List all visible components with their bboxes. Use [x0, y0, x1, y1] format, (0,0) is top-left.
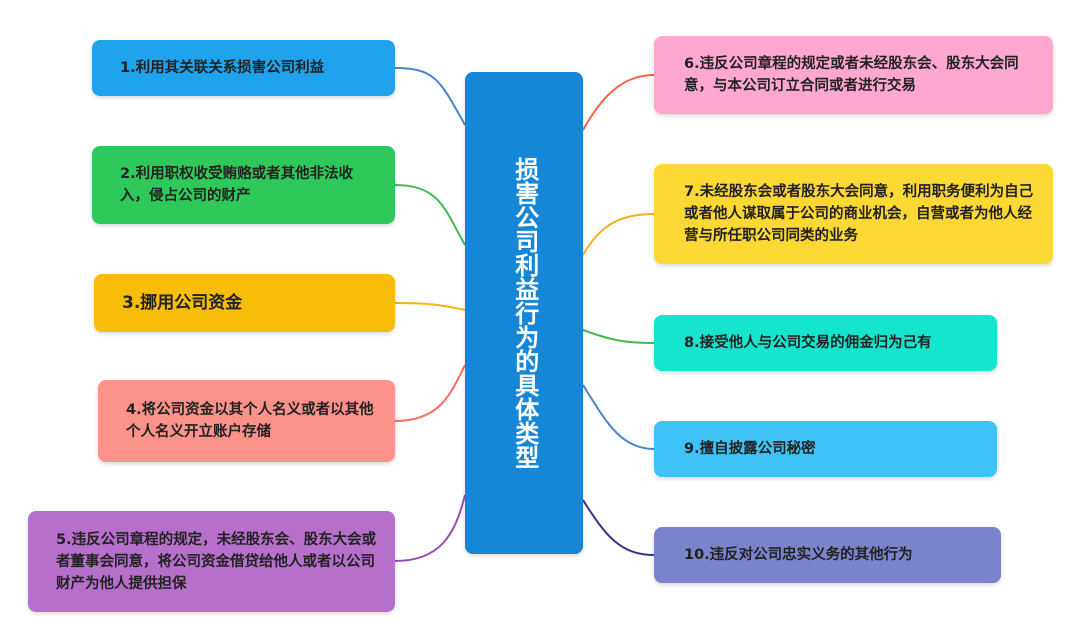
branch-node-1-text: 1.利用其关联关系损害公司利益 [120, 60, 325, 76]
central-topic: 损害公司利益行为的具体类型 [465, 72, 583, 554]
connector-n5 [394, 494, 466, 562]
branch-node-9: 9.擅自披露公司秘密 [654, 421, 997, 477]
branch-node-3: 3.挪用公司资金 [94, 274, 395, 332]
connector-n9 [582, 384, 655, 450]
branch-node-4: 4.将公司资金以其个人名义或者以其他个人名义开立账户存储 [98, 380, 395, 462]
connector-n4 [394, 364, 466, 422]
connector-n10 [582, 499, 655, 556]
connector-n3 [394, 302, 466, 311]
branch-node-6: 6.违反公司章程的规定或者未经股东会、股东大会同意，与本公司订立合同或者进行交易 [654, 36, 1053, 114]
branch-node-2: 2.利用职权收受贿赂或者其他非法收入，侵占公司的财产 [92, 146, 395, 224]
connector-n6 [582, 74, 655, 131]
connector-n8 [582, 329, 655, 344]
branch-node-8: 8.接受他人与公司交易的佣金归为己有 [654, 315, 997, 371]
branch-node-6-text: 6.违反公司章程的规定或者未经股东会、股东大会同意，与本公司订立合同或者进行交易 [684, 56, 1019, 94]
branch-node-4-text: 4.将公司资金以其个人名义或者以其他个人名义开立账户存储 [126, 402, 374, 440]
branch-node-7: 7.未经股东会或者股东大会同意，利用职务便利为自己或者他人谋取属于公司的商业机会… [654, 164, 1053, 264]
branch-node-5: 5.违反公司章程的规定，未经股东会、股东大会或者董事会同意，将公司资金借贷给他人… [28, 511, 395, 612]
branch-node-2-text: 2.利用职权收受贿赂或者其他非法收入，侵占公司的财产 [120, 166, 354, 204]
branch-node-5-text: 5.违反公司章程的规定，未经股东会、股东大会或者董事会同意，将公司资金借贷给他人… [56, 531, 377, 592]
branch-node-7-text: 7.未经股东会或者股东大会同意，利用职务便利为自己或者他人谋取属于公司的商业机会… [684, 184, 1034, 244]
branch-node-3-text: 3.挪用公司资金 [122, 293, 243, 313]
branch-node-10-text: 10.违反对公司忠实义务的其他行为 [684, 547, 913, 563]
connector-n2 [394, 184, 466, 246]
branch-node-1: 1.利用其关联关系损害公司利益 [92, 40, 395, 96]
connector-n1 [394, 67, 466, 126]
connector-n7 [582, 213, 655, 256]
branch-node-8-text: 8.接受他人与公司交易的佣金归为己有 [684, 335, 932, 351]
central-topic-title: 损害公司利益行为的具体类型 [510, 157, 539, 469]
branch-node-9-text: 9.擅自披露公司秘密 [684, 441, 816, 457]
branch-node-10: 10.违反对公司忠实义务的其他行为 [654, 527, 1001, 583]
